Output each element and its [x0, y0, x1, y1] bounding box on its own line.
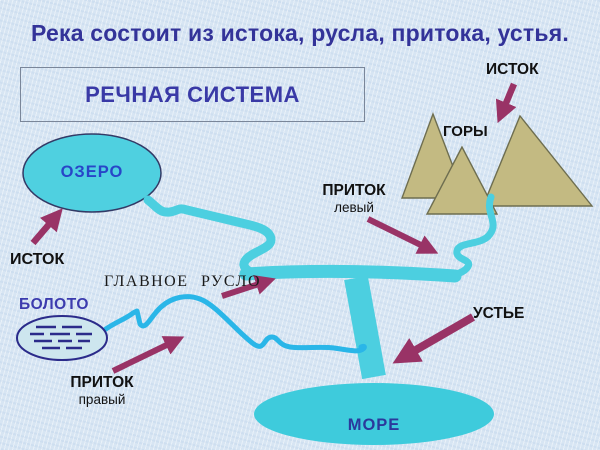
label-right-tributary-title: ПРИТОК — [70, 374, 134, 391]
sea-shape — [254, 383, 494, 445]
label-mouth: УСТЬЕ — [473, 305, 525, 322]
system-box-label: РЕЧНАЯ СИСТЕМА — [85, 81, 300, 107]
swamp-hatching — [30, 325, 92, 350]
mouth-arrow — [392, 313, 476, 364]
channel-to-sea — [344, 275, 386, 380]
label-left-tributary: ПРИТОК левый — [314, 182, 394, 215]
source-left-arrow — [30, 208, 63, 246]
river-from-lake — [143, 195, 276, 278]
label-right-tributary-sub: правый — [78, 392, 126, 407]
label-sea: МОРЕ — [347, 416, 401, 434]
right-tributary-arrow — [111, 336, 185, 374]
river-group — [143, 193, 497, 380]
label-mountains: ГОРЫ — [443, 123, 488, 140]
label-left-tributary-sub: левый — [334, 200, 374, 215]
system-box: РЕЧНАЯ СИСТЕМА — [20, 67, 365, 122]
source-top-arrow — [495, 82, 517, 124]
mountain-front — [425, 145, 499, 215]
main-channel-band — [239, 264, 462, 283]
label-source-left: ИСТОК — [10, 251, 65, 268]
label-main-channel: ГЛАВНОЕ РУСЛО — [104, 273, 262, 290]
swamp-shape — [16, 315, 108, 361]
swamp-group — [16, 315, 108, 361]
mountains-group — [400, 112, 594, 215]
lake-shape — [22, 133, 162, 213]
main-channel-arrow — [221, 275, 276, 299]
left-tributary-arrow — [366, 216, 439, 254]
mountain-right — [481, 114, 594, 207]
label-swamp: БОЛОТО — [19, 296, 89, 313]
label-lake: ОЗЕРО — [60, 163, 124, 181]
label-source-top: ИСТОК — [486, 61, 539, 78]
right-tributary — [100, 294, 367, 354]
slide-title: Река состоит из истока, русла, притока, … — [31, 20, 569, 46]
label-right-tributary: ПРИТОК правый — [52, 374, 152, 407]
left-tributary — [444, 193, 497, 281]
arrows-group — [30, 82, 517, 374]
label-left-tributary-title: ПРИТОК — [322, 182, 386, 199]
